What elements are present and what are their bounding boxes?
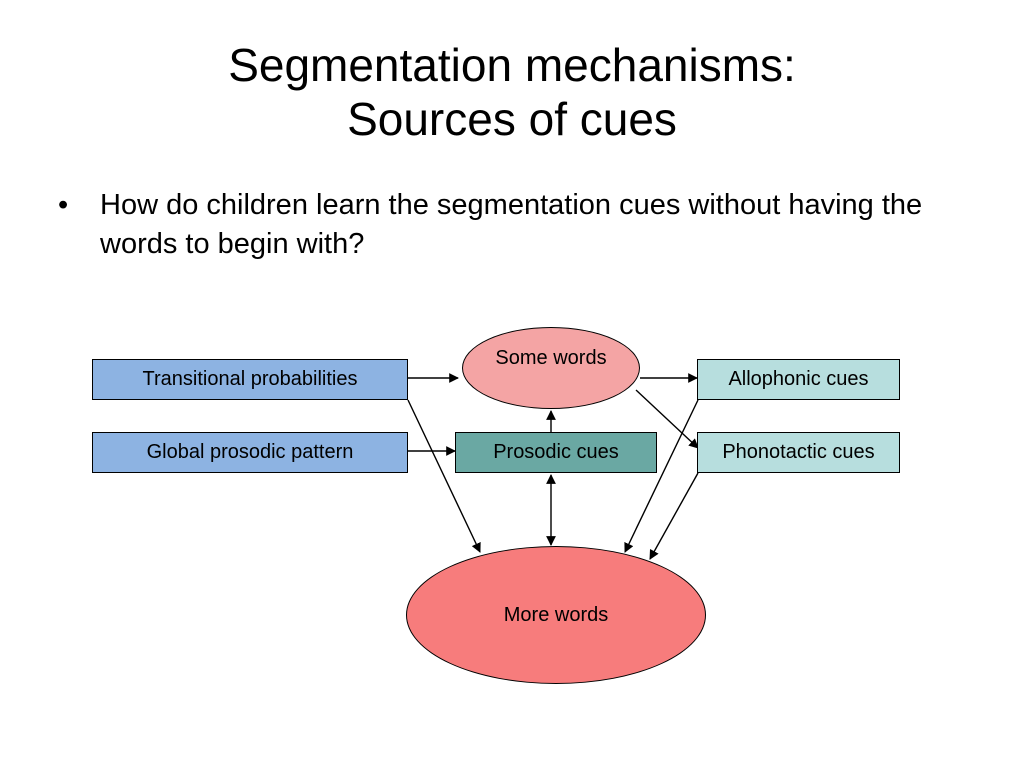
title-line-1: Segmentation mechanisms: bbox=[228, 39, 796, 91]
node-transitional-probabilities: Transitional probabilities bbox=[92, 359, 408, 400]
node-phonotactic-cues: Phonotactic cues bbox=[697, 432, 900, 473]
bullet-item: • How do children learn the segmentation… bbox=[58, 186, 938, 264]
node-some-words: Some words bbox=[462, 327, 640, 409]
slide-title: Segmentation mechanisms: Sources of cues bbox=[0, 38, 1024, 146]
arrow-allophonic-to-more-words bbox=[624, 399, 699, 553]
node-prosodic-cues: Prosodic cues bbox=[455, 432, 657, 473]
node-more-words: More words bbox=[406, 546, 706, 684]
arrow-phonotactic-to-more-words bbox=[649, 472, 699, 560]
node-global-prosodic-pattern: Global prosodic pattern bbox=[92, 432, 408, 473]
bullet-list: • How do children learn the segmentation… bbox=[58, 186, 938, 264]
bullet-dot-icon: • bbox=[58, 189, 69, 221]
node-allophonic-cues: Allophonic cues bbox=[697, 359, 900, 400]
title-line-2: Sources of cues bbox=[347, 93, 677, 145]
bullet-text: How do children learn the segmentation c… bbox=[100, 189, 923, 260]
arrow-transitional-to-more-words bbox=[407, 399, 481, 553]
